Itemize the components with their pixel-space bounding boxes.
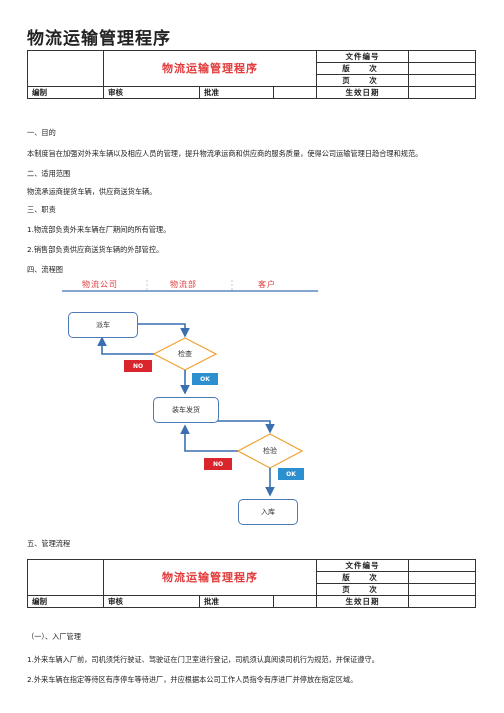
no-button-1: NO bbox=[124, 360, 152, 372]
sign-approved: 批准 bbox=[199, 86, 274, 99]
value-cell bbox=[408, 62, 476, 75]
sign-effective-date: 生效日期 bbox=[316, 86, 409, 99]
flowchart-canvas bbox=[62, 280, 318, 497]
value-cell bbox=[408, 50, 476, 63]
blank-cell bbox=[27, 559, 104, 596]
lane-customer: 客户 bbox=[258, 280, 276, 289]
doc-title-cell: 物流运输管理程序 bbox=[103, 50, 317, 87]
section-5-title: 五、管理流程 bbox=[27, 539, 71, 548]
arrow-check-no bbox=[97, 336, 154, 355]
section-3-item-2: 2.销售部负责供应商送货车辆的外部管控。 bbox=[27, 245, 164, 254]
field-version: 版 次 bbox=[316, 62, 409, 75]
node-inspect-label: 检验 bbox=[263, 447, 277, 455]
document-header-table-2: 物流运输管理程序 文件编号 版 次 页 次 编制 审核 批准 生效日期 bbox=[27, 559, 476, 608]
field-page: 页 次 bbox=[316, 74, 409, 87]
sign-approved: 批准 bbox=[199, 595, 274, 608]
node-dispatch: 派车 bbox=[68, 312, 138, 338]
value-cell bbox=[408, 571, 476, 584]
field-version: 版 次 bbox=[316, 571, 409, 584]
field-doc-number: 文件编号 bbox=[316, 559, 409, 572]
sign-reviewed: 审核 bbox=[103, 595, 200, 608]
lane-logistics-company: 物流公司 bbox=[82, 280, 118, 289]
node-storage-label: 入库 bbox=[261, 508, 275, 516]
section-2-title: 二、适用范围 bbox=[27, 169, 71, 178]
ok-button-2: OK bbox=[278, 468, 304, 480]
section-5-item-2: 2.外来车辆在指定等待区有序停车等待进厂，并应根据本公司工作人员指令有序进厂并停… bbox=[27, 675, 358, 684]
section-2-text: 物流承运商提货车辆，供应商送货车辆。 bbox=[27, 187, 157, 196]
node-check-label: 检查 bbox=[178, 350, 192, 358]
section-3-item-1: 1.物流部负责外来车辆在厂期间的所有管理。 bbox=[27, 225, 171, 234]
ok-button-1: OK bbox=[192, 373, 218, 385]
sign-effective-date: 生效日期 bbox=[316, 595, 409, 608]
node-load-ship-label: 装车发货 bbox=[172, 406, 200, 414]
value-cell bbox=[408, 595, 476, 608]
value-cell bbox=[273, 86, 317, 99]
no-button-2: NO bbox=[204, 458, 232, 470]
section-5-item-1: 1.外来车辆入厂前，司机须凭行驶证、驾驶证在门卫室进行登记，司机须认真阅读司机行… bbox=[27, 655, 379, 664]
sign-reviewed: 审核 bbox=[103, 86, 200, 99]
value-cell bbox=[408, 86, 476, 99]
value-cell bbox=[408, 74, 476, 87]
sign-prepared: 编制 bbox=[27, 86, 104, 99]
page-title: 物流运输管理程序 bbox=[27, 29, 171, 49]
node-storage: 入库 bbox=[238, 499, 298, 525]
doc-title-cell: 物流运输管理程序 bbox=[103, 559, 317, 596]
section-1-text: 本制度旨在加强对外来车辆以及相应人员的管理，提升物流承运商和供应商的服务质量，使… bbox=[27, 149, 423, 158]
arrow-inspect-no bbox=[180, 424, 238, 452]
document-header-table: 物流运输管理程序 文件编号 版 次 页 次 编制 审核 批准 生效日期 bbox=[27, 50, 476, 99]
field-doc-number: 文件编号 bbox=[316, 50, 409, 63]
value-cell bbox=[408, 583, 476, 596]
field-page: 页 次 bbox=[316, 583, 409, 596]
value-cell bbox=[408, 559, 476, 572]
section-1-title: 一、目的 bbox=[27, 128, 56, 137]
blank-cell bbox=[27, 50, 104, 87]
sign-prepared: 编制 bbox=[27, 595, 104, 608]
node-dispatch-label: 派车 bbox=[96, 321, 110, 329]
section-5-subtitle: （一）、入厂管理 bbox=[27, 632, 81, 641]
arrow-dispatch-to-check bbox=[137, 323, 190, 338]
section-4-title: 四、流程图 bbox=[27, 265, 63, 274]
section-3-title: 三、职责 bbox=[27, 205, 56, 214]
value-cell bbox=[273, 595, 317, 608]
lane-logistics-dept: 物流部 bbox=[170, 280, 197, 289]
node-load-ship: 装车发货 bbox=[153, 397, 219, 423]
flowchart: 物流公司 物流部 客户 派车 检查 NO OK 装车发货 检验 NO OK 入库 bbox=[62, 276, 318, 526]
